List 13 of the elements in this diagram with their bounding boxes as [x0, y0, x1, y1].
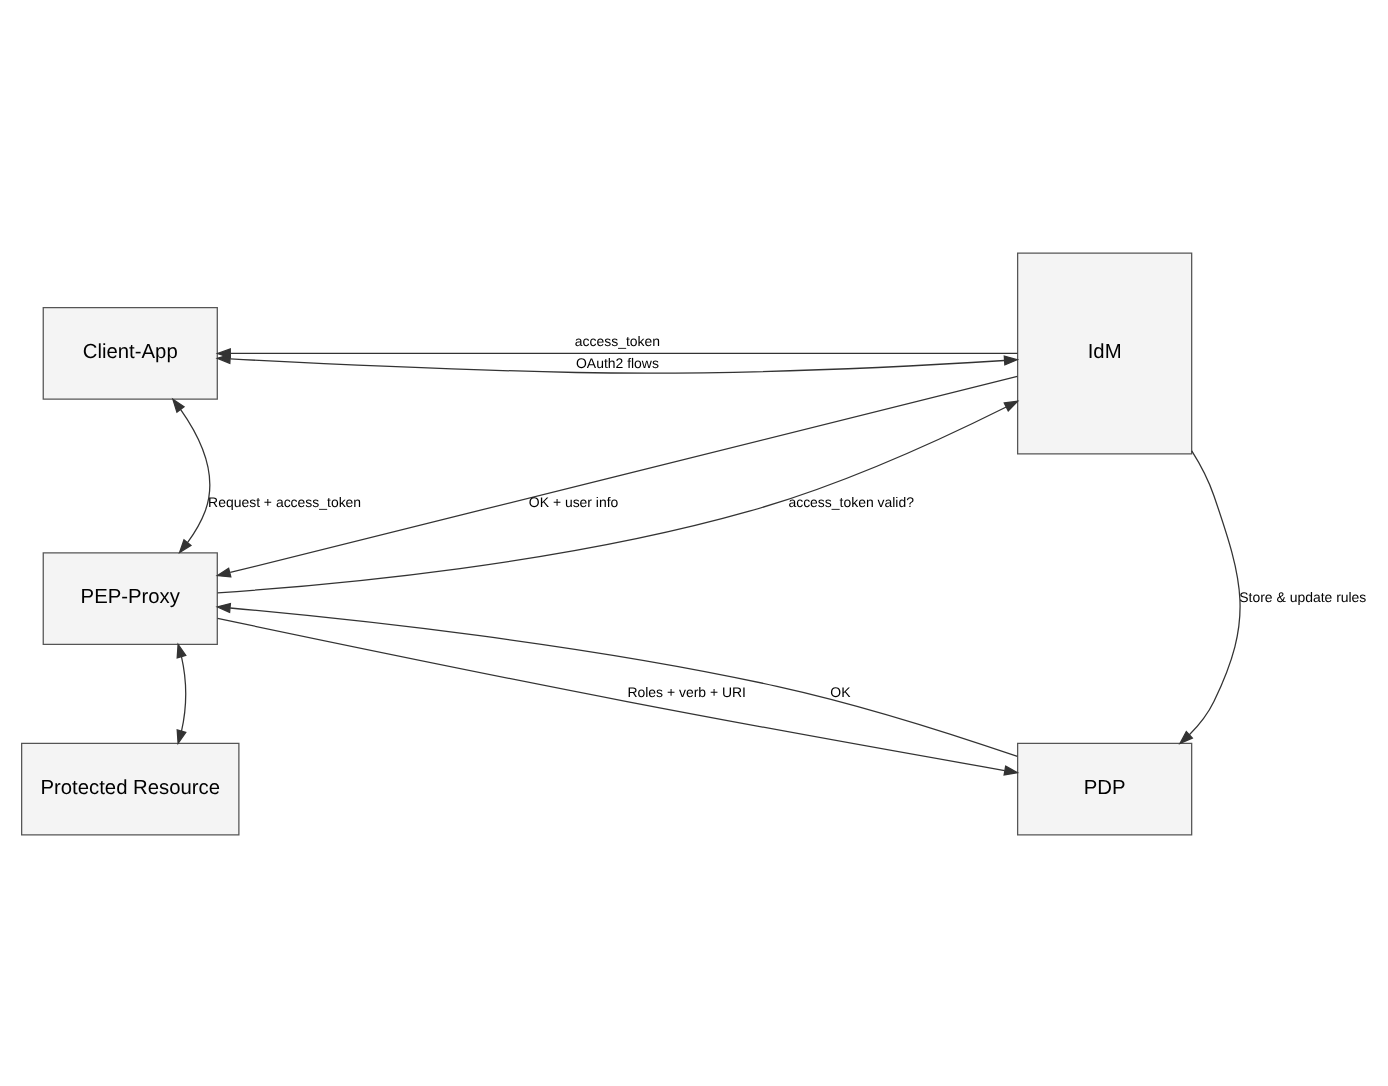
node-box: PDP	[1017, 741, 1193, 835]
arrow	[176, 641, 187, 745]
arrow	[216, 399, 1020, 593]
node-box: Protected Resource	[21, 741, 240, 835]
node-box: IdM	[1017, 251, 1193, 454]
node-box: Client-App	[42, 306, 218, 399]
arrow	[215, 347, 1019, 358]
node-box: PEP-Proxy	[42, 551, 218, 644]
arrow	[217, 616, 1020, 775]
arrow	[171, 396, 211, 554]
arrow	[215, 601, 1019, 757]
arrow	[1178, 449, 1241, 744]
arrow	[215, 374, 1018, 577]
